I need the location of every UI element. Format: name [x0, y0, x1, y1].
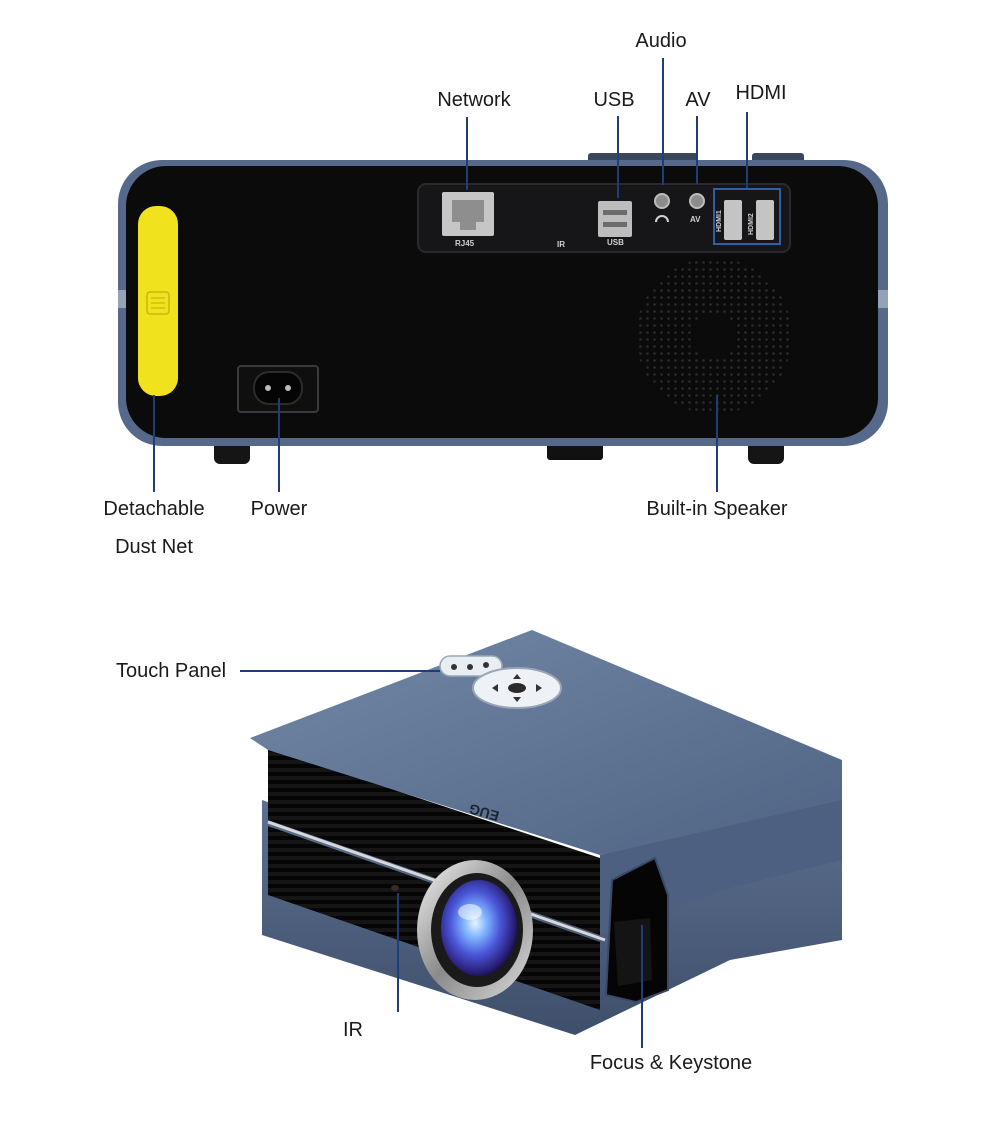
projector-top: [250, 630, 842, 855]
label-hdmi: HDMI: [735, 82, 787, 104]
hdmi1-port: [724, 200, 742, 240]
usb-mark: USB: [607, 238, 624, 247]
rear-view: [118, 153, 888, 464]
hdmi-highlight: [713, 188, 781, 245]
label-dust-net-line2: Dust Net: [115, 536, 193, 558]
hdmi2-mark: HDMI2: [748, 213, 755, 235]
front-callout-lines: [240, 670, 643, 1048]
ir-mark: IR: [557, 240, 565, 249]
rj45-mark: RJ45: [455, 239, 475, 248]
av-jack: [689, 193, 705, 209]
label-network: Network: [437, 89, 511, 111]
dust-net-grip: [146, 291, 170, 315]
label-touch-panel: Touch Panel: [116, 660, 227, 682]
label-power: Power: [250, 498, 308, 520]
rear-callout-lines: [153, 58, 748, 492]
audio-jack: [654, 193, 670, 209]
hdmi1-mark: HDMI1: [716, 210, 723, 232]
dust-net: [138, 206, 178, 396]
usb-port: [598, 201, 632, 237]
label-built-in-speaker: Built-in Speaker: [646, 498, 788, 520]
label-focus-keystone: Focus & Keystone: [589, 1052, 753, 1074]
label-audio: Audio: [635, 30, 687, 52]
front-view: EUG: [250, 630, 842, 1035]
projector-lens: [441, 880, 517, 976]
ir-receiver: [391, 885, 399, 891]
label-ir: IR: [343, 1019, 363, 1041]
av-mark: AV: [690, 215, 701, 224]
port-marks: RJ45 IR USB AV HDMI1 HDMI2: [455, 210, 755, 249]
label-usb: USB: [593, 89, 635, 111]
speaker-center: [692, 314, 736, 358]
label-av: AV: [685, 89, 711, 111]
label-dust-net-line1: Detachable: [103, 498, 205, 520]
hdmi2-port: [756, 200, 774, 240]
headphone-icon: [655, 215, 669, 223]
